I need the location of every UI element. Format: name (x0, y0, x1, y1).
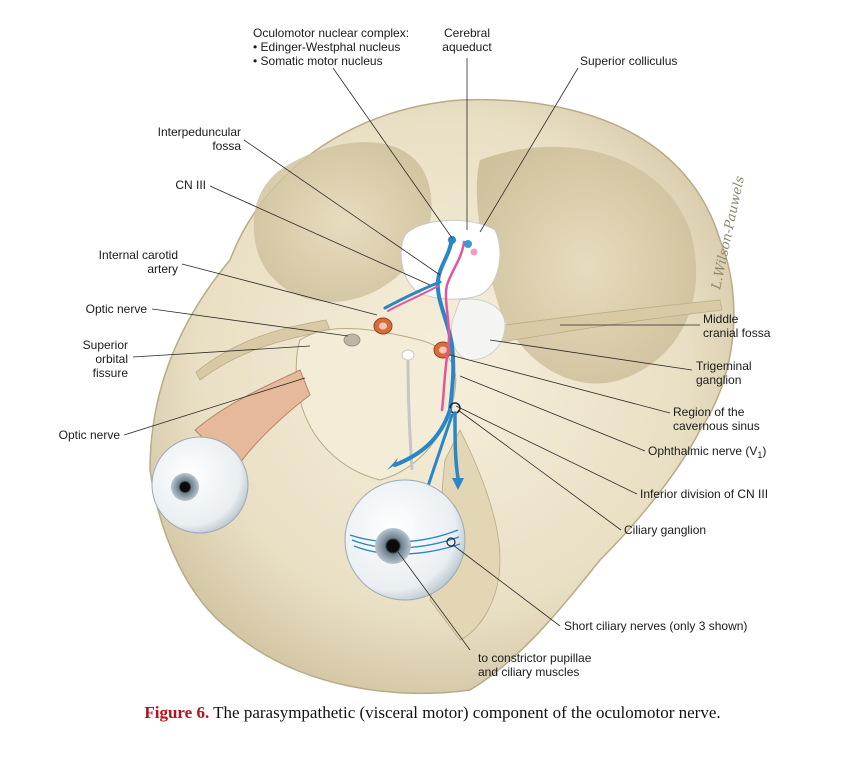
label-internal-carotid-2: artery (147, 262, 178, 276)
label-constrictor-1: to constrictor pupillae (478, 651, 592, 665)
label-inferior-division: Inferior division of CN III (640, 487, 768, 501)
labels: Oculomotor nuclear complex: • Edinger-We… (59, 26, 771, 679)
label-cavernous-1: Region of the (673, 405, 745, 419)
short-ciliary-branch (453, 411, 460, 480)
sphenoid-ridge-right (469, 299, 723, 347)
leader-ophthalmic (459, 375, 646, 452)
label-superior-orbital-3: fissure (93, 366, 129, 380)
cn3-left-branch-pink (387, 285, 439, 312)
label-ophthalmic-main: Ophthalmic nerve (V (648, 444, 757, 458)
optic-canal-left (343, 333, 361, 347)
leader-optic-left (123, 377, 306, 436)
label-interpeduncular-1: Interpeduncular (158, 125, 241, 139)
cn3-blue-path (435, 236, 456, 412)
cn3-left-branch (383, 280, 442, 310)
label-oculomotor-complex: Oculomotor nuclear complex: (253, 26, 409, 40)
label-superior-orbital-1: Superior (83, 338, 128, 352)
leader-cavernous (449, 354, 671, 414)
edinger-westphal-nucleus (448, 236, 456, 244)
label-middle-cranial-1: Middle (703, 312, 739, 326)
label-ophthalmic-sub: 1 (757, 450, 762, 460)
label-superior-colliculus: Superior colliculus (580, 54, 677, 68)
figure-caption: Figure 6. The parasympathetic (visceral … (0, 703, 865, 723)
pink-nucleus (470, 248, 478, 256)
arrow-down (452, 478, 464, 490)
leader-carotid (181, 263, 378, 316)
arrow-left (387, 458, 398, 470)
midbrain (400, 219, 501, 300)
figure-number: Figure 6. (144, 703, 210, 722)
leader-interpeduncular (243, 139, 441, 276)
label-optic-nerve-left: Optic nerve (59, 428, 121, 442)
label-ophthalmic-close: ) (762, 444, 766, 458)
optic-canal-center (401, 349, 415, 361)
leader-orbital (132, 345, 311, 358)
label-cerebral-aqueduct-1: Cerebral (444, 26, 490, 40)
leader-optic-top (151, 308, 349, 337)
ciliary-ring-marker (446, 537, 456, 547)
leader-edinger (332, 67, 453, 239)
label-edinger-westphal: • Edinger-Westphal nucleus (253, 40, 400, 54)
leader-short-ciliary (452, 544, 561, 627)
leader-constrictor (397, 551, 471, 651)
label-ciliary-ganglion: Ciliary ganglion (624, 523, 706, 537)
pupil-center (387, 540, 399, 552)
leader-ciliary (457, 409, 622, 531)
leader-inferior-div (455, 405, 638, 495)
leader-cn3 (209, 185, 431, 286)
left-fossa (253, 142, 432, 302)
label-ophthalmic: Ophthalmic nerve (V1) (648, 444, 766, 460)
label-short-ciliary: Short ciliary nerves (only 3 shown) (564, 619, 747, 633)
carotid-left-lumen (379, 322, 387, 330)
optic-nerve-grey (406, 359, 414, 471)
label-cerebral-aqueduct-2: aqueduct (442, 40, 492, 54)
label-cn3: CN III (175, 178, 206, 192)
inferior-division-branch (393, 408, 452, 467)
leader-trigeminal (489, 339, 693, 371)
leader-lines (123, 58, 700, 651)
leader-colliculus (479, 67, 579, 233)
eyeball-left (151, 436, 249, 534)
sphenoid-ridge-left (195, 319, 331, 381)
caption-text: The parasympathetic (visceral motor) com… (209, 703, 721, 722)
cn3-pink-path (440, 240, 466, 412)
label-internal-carotid-1: Internal carotid (99, 248, 178, 262)
somatic-motor-nucleus (464, 240, 472, 248)
label-somatic-motor: • Somatic motor nucleus (253, 54, 383, 68)
label-middle-cranial-2: cranial fossa (703, 326, 771, 340)
label-cavernous-2: cavernous sinus (673, 419, 760, 433)
label-constrictor-2: and ciliary muscles (478, 665, 579, 679)
label-superior-orbital-2: orbital (95, 352, 128, 366)
label-trigeminal-2: ganglion (696, 373, 741, 387)
carotid-right-lumen (439, 346, 447, 354)
pupil-left (180, 482, 190, 492)
label-trigeminal-1: Trigeminal (696, 359, 752, 373)
label-optic-nerve-top: Optic nerve (86, 302, 148, 316)
label-interpeduncular-2: fossa (212, 139, 241, 153)
